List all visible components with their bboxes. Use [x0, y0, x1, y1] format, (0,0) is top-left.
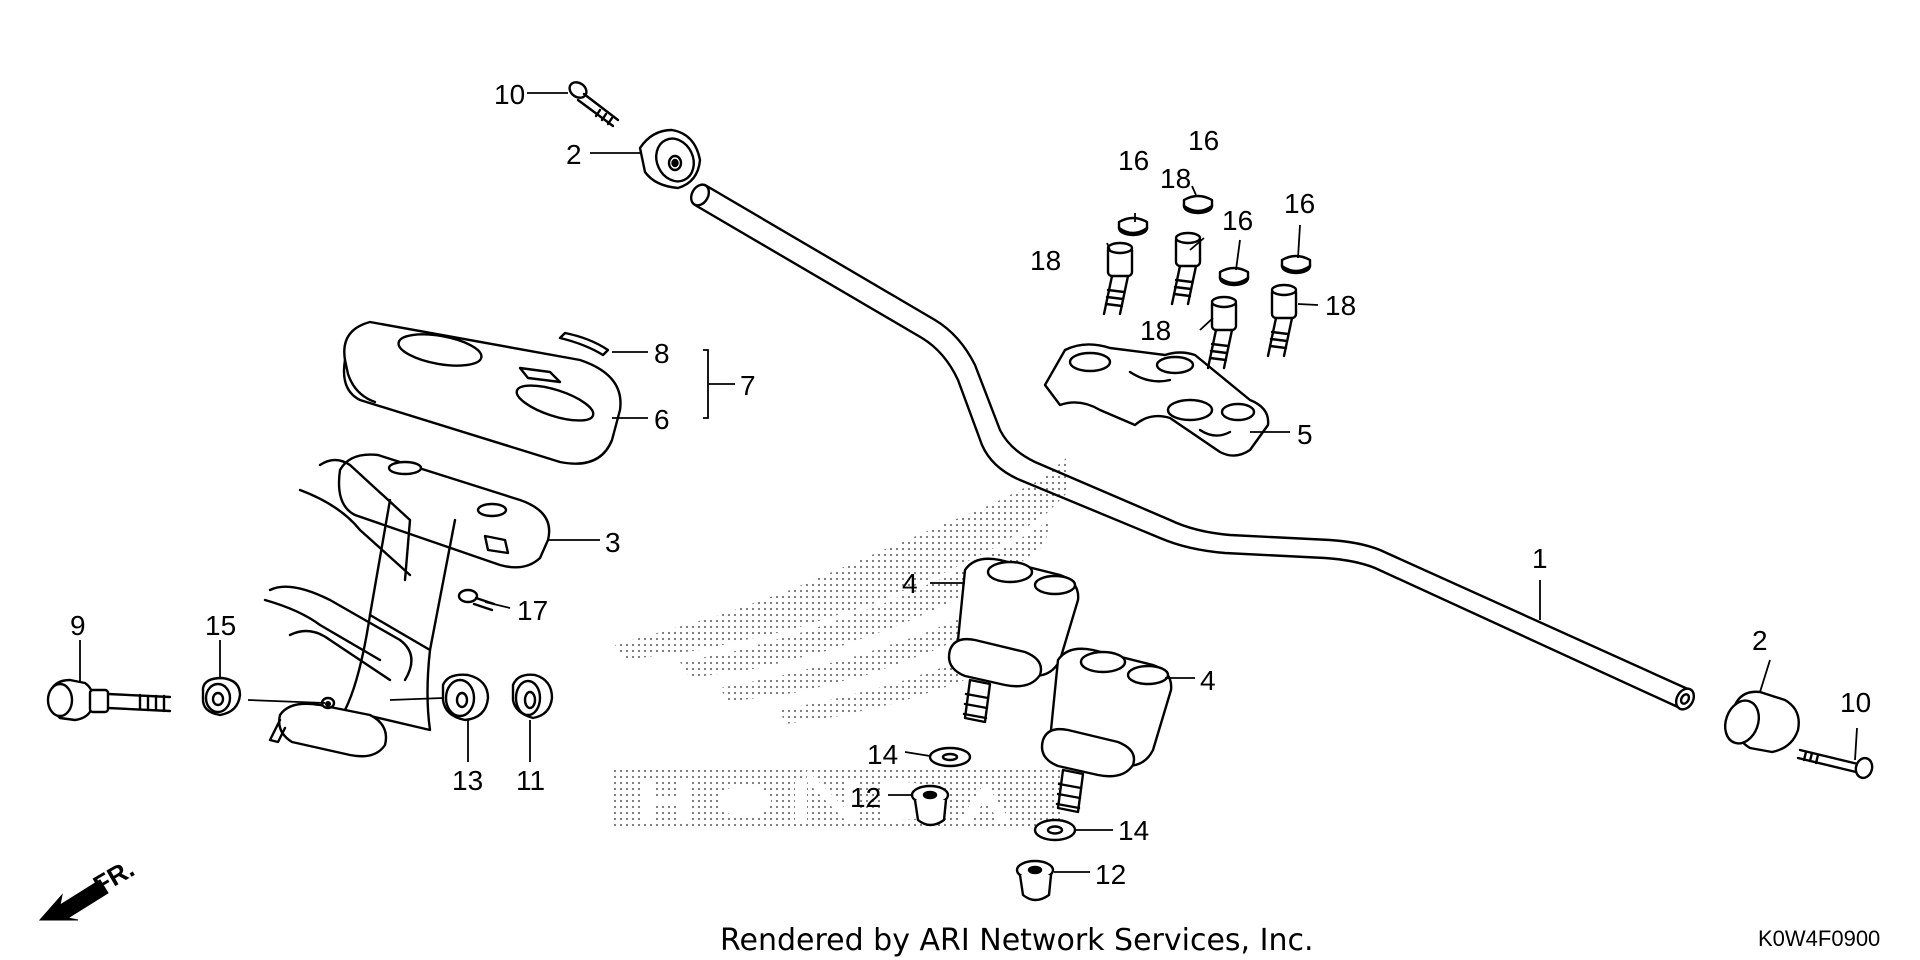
- callout-11: 11: [516, 765, 545, 796]
- callout-13: 13: [452, 765, 483, 796]
- washer-2: [1033, 818, 1077, 842]
- callout-18-d: 18: [1325, 290, 1356, 321]
- bolt-cap-1: [1117, 216, 1149, 237]
- socket-bolt-2: [1170, 231, 1202, 306]
- rubber-bushing: [511, 673, 554, 720]
- callout-16-b: 16: [1188, 125, 1219, 156]
- callout-14-lower: 14: [1118, 815, 1149, 846]
- collar: [201, 676, 242, 717]
- callout-16-c: 16: [1222, 205, 1253, 236]
- callout-1: 1: [1532, 543, 1548, 574]
- bolt-cap-4: [1280, 254, 1312, 275]
- callout-6: 6: [654, 404, 670, 435]
- callout-4-upper: 4: [902, 568, 918, 599]
- callout-18-b: 18: [1160, 163, 1191, 194]
- bar-end-bolt-right: [1796, 748, 1874, 780]
- lower-handlebar-holder-2: [1040, 647, 1173, 814]
- callout-16-d: 16: [1284, 188, 1315, 219]
- callout-4-lower: 4: [1200, 665, 1216, 696]
- bar-end-bolt-left: [568, 81, 620, 128]
- flange-nut-2: [1015, 859, 1055, 902]
- footer-credit: Rendered by ARI Network Services, Inc.: [720, 923, 1314, 958]
- socket-bolt-3: [1206, 295, 1238, 370]
- callout-12-lower: 12: [1095, 859, 1126, 890]
- callout-9: 9: [70, 610, 86, 641]
- socket-bolt-4: [1266, 283, 1298, 358]
- rubber-grommet: [441, 673, 490, 722]
- leader-lines: [79, 92, 1858, 873]
- callout-14-upper: 14: [867, 739, 898, 770]
- diagram-code: K0W4F0900: [1758, 926, 1880, 951]
- callout-7: 7: [740, 370, 756, 401]
- callout-8: 8: [654, 338, 670, 369]
- bolt-cap-2: [1182, 194, 1214, 215]
- callout-16-a: 16: [1118, 145, 1149, 176]
- handlebar-cover: [342, 320, 622, 465]
- flange-bolt: [46, 678, 172, 722]
- cover-emblem: [558, 331, 610, 357]
- callout-10-right: 10: [1840, 687, 1871, 718]
- meter-holder-bracket: [268, 453, 551, 758]
- flange-nut-1: [910, 784, 950, 827]
- callout-3: 3: [605, 527, 621, 558]
- upper-handlebar-holder: [1043, 343, 1270, 457]
- lower-handlebar-holder-1: [947, 557, 1080, 724]
- callout-18-c: 18: [1140, 315, 1171, 346]
- callout-15: 15: [205, 610, 236, 641]
- callout-labels: 1 2 2 3 4 4 5 6 7 8 9 10 10 11 12 12 13 …: [70, 79, 1871, 890]
- callout-2-right: 2: [1752, 625, 1768, 656]
- bolt-cap-3: [1218, 266, 1250, 287]
- washer-1: [928, 746, 972, 768]
- wire-clamp: [263, 458, 413, 682]
- holder-screw: [457, 588, 496, 612]
- socket-bolt-1: [1102, 241, 1134, 316]
- callout-17: 17: [517, 595, 548, 626]
- callout-18-a: 18: [1030, 245, 1061, 276]
- front-direction-arrow-icon: FR.: [38, 853, 139, 921]
- callout-12-upper: 12: [850, 782, 881, 813]
- bar-end-weight-left: [638, 128, 702, 190]
- bar-end-weight-right: [1723, 690, 1800, 754]
- callout-5: 5: [1297, 419, 1313, 450]
- handlebar: [689, 183, 1696, 711]
- callout-2-left: 2: [566, 139, 582, 170]
- callout-10-left: 10: [494, 79, 525, 110]
